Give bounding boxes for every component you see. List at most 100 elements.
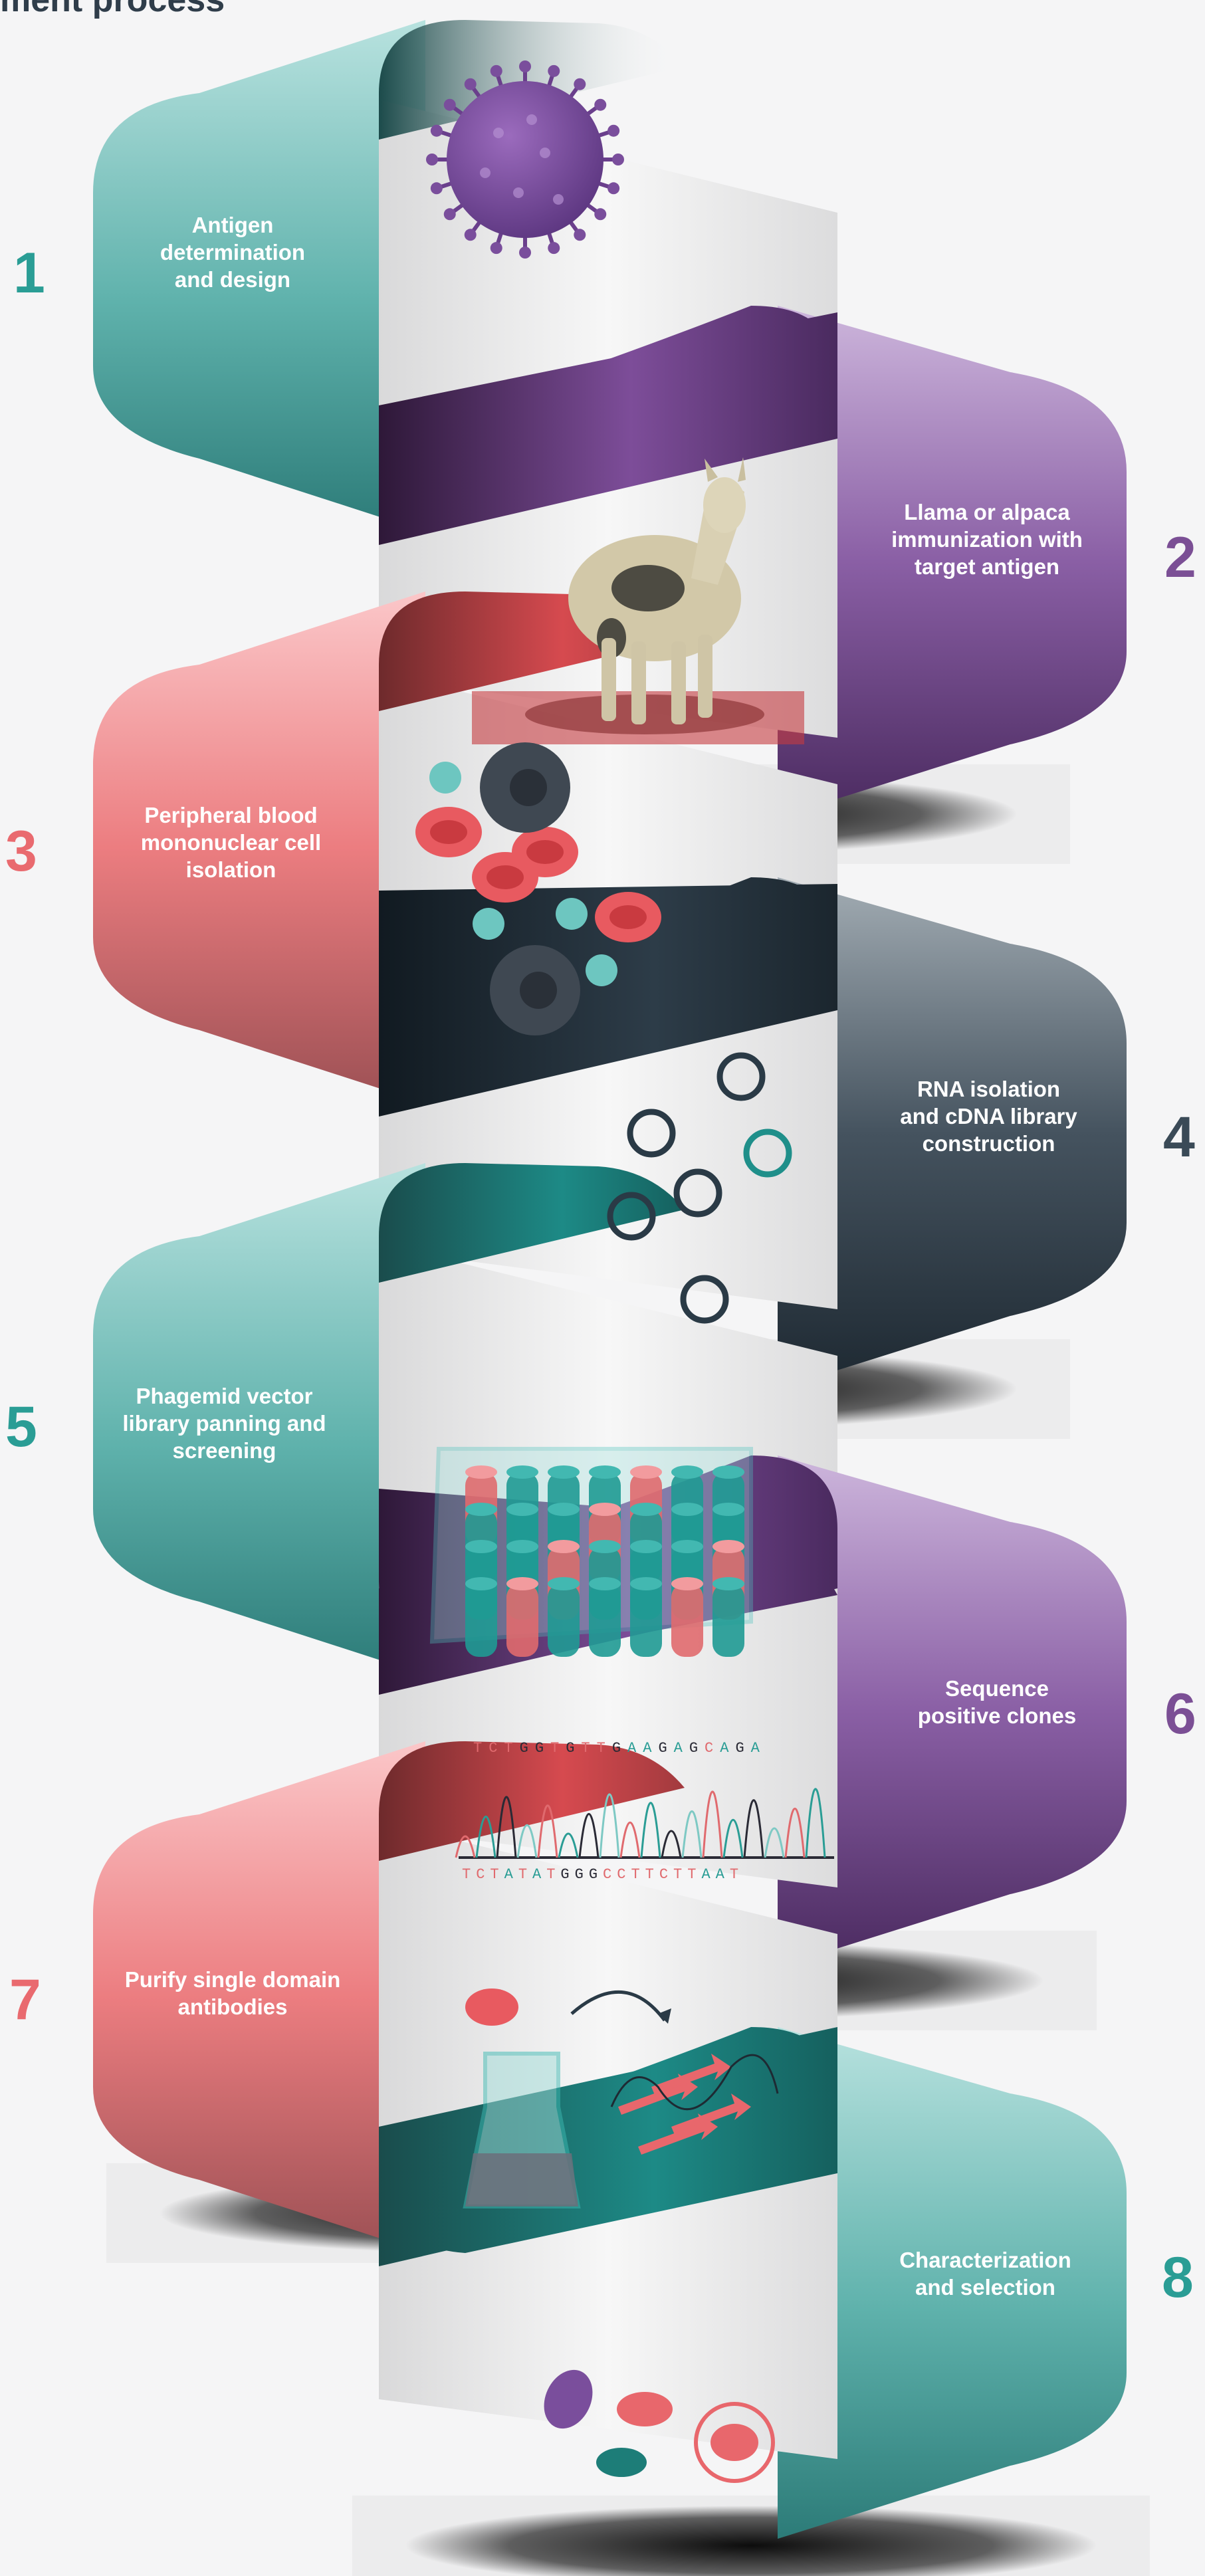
- sequence-base: T: [546, 1866, 561, 1883]
- protein-strand: [618, 2074, 698, 2115]
- well-top: [712, 1465, 744, 1479]
- chromatogram-peak: [722, 1819, 744, 1858]
- virus-spike-tip: [548, 64, 560, 77]
- well-top: [506, 1540, 538, 1553]
- well-top: [630, 1577, 662, 1590]
- virus-spike-tip: [443, 208, 456, 221]
- sequence-base: A: [701, 1866, 716, 1883]
- plasmid-ring: [607, 1192, 656, 1241]
- well: [548, 1584, 580, 1657]
- sequence-bottom-text: TCTATATGGGCCTTCTTAAT: [462, 1866, 744, 1883]
- well-top: [671, 1577, 703, 1590]
- well-top: [671, 1540, 703, 1553]
- chromatogram-icon: [455, 1788, 834, 1859]
- virus-dot: [513, 187, 524, 198]
- platelet: [556, 898, 588, 930]
- well-top: [548, 1540, 580, 1553]
- well-top: [548, 1577, 580, 1590]
- virus-spike-tip: [519, 247, 531, 259]
- loop-4-band: [778, 877, 1127, 1389]
- red-blood-cell-center: [430, 820, 467, 844]
- sequence-base: T: [673, 1866, 688, 1883]
- platelet: [429, 762, 461, 794]
- well: [671, 1584, 703, 1657]
- llama-leg: [698, 635, 712, 718]
- well-top: [465, 1540, 497, 1553]
- chromatogram-peak: [496, 1796, 517, 1858]
- chromatogram-peak: [661, 1830, 682, 1858]
- transfer-arrow: [570, 1990, 666, 2022]
- plasmid-ring: [673, 1168, 722, 1218]
- well-top: [630, 1503, 662, 1516]
- plasmid-ring: [680, 1275, 729, 1324]
- sequence-base: A: [643, 1740, 659, 1757]
- well-top: [712, 1503, 744, 1516]
- virus-dot: [540, 148, 550, 158]
- sequence-base: G: [689, 1740, 705, 1757]
- virus-dot: [553, 194, 564, 205]
- well-top: [506, 1465, 538, 1479]
- virus-body: [447, 81, 603, 238]
- step-1-label: Antigen determination and design: [160, 213, 306, 292]
- virus-spike-tip: [594, 208, 607, 221]
- blood-cells-icon: [415, 742, 661, 1035]
- loop-3-band: [93, 591, 425, 1103]
- chromatogram-peak: [599, 1793, 620, 1858]
- chromatogram-peak: [640, 1802, 661, 1858]
- well: [589, 1584, 621, 1657]
- cell-target-ring: [694, 2402, 775, 2483]
- sequence-base: T: [581, 1740, 597, 1757]
- virus-spike-tip: [490, 64, 502, 77]
- page-heading-fragment: ment process: [0, 0, 225, 19]
- sequence-base: G: [658, 1740, 674, 1757]
- sequence-base: T: [729, 1866, 744, 1883]
- sequence-base: T: [687, 1866, 702, 1883]
- loop-5-top: [379, 1163, 685, 1283]
- well-top: [712, 1577, 744, 1590]
- red-blood-cell-center: [526, 840, 564, 864]
- well-top: [548, 1465, 580, 1479]
- well: [465, 1584, 497, 1657]
- chromatogram-peak: [784, 1808, 806, 1858]
- chromatogram-peak: [764, 1827, 785, 1858]
- sequence-base: G: [735, 1740, 751, 1757]
- well-top: [506, 1503, 538, 1516]
- sequence-base: C: [617, 1866, 631, 1883]
- virus-spike-tip: [519, 60, 531, 72]
- chromatogram-peak: [681, 1810, 703, 1858]
- sequence-base: C: [476, 1866, 491, 1883]
- well-top: [589, 1540, 621, 1553]
- sequence-base: A: [532, 1866, 547, 1883]
- sequence-base: G: [566, 1740, 582, 1757]
- sequence-base: C: [489, 1740, 504, 1757]
- step-3-label: Peripheral blood mononuclear cell isolat…: [140, 803, 322, 882]
- sequence-base: T: [473, 1740, 489, 1757]
- virus-spike-tip: [490, 242, 502, 255]
- virus-spike-tip: [607, 182, 620, 195]
- cell-purple: [544, 2369, 593, 2429]
- step-5-label: Phagemid vector library panning and scre…: [122, 1384, 326, 1463]
- well: [506, 1584, 538, 1657]
- sequence-top-text: TCTGGTGTTGAAGAGCAGA: [473, 1740, 766, 1757]
- loop-6-band: [778, 1455, 1127, 1967]
- band-2-lower: [379, 312, 837, 532]
- llama-icon: [472, 457, 804, 744]
- virus-dot: [480, 167, 491, 178]
- chromatogram-peak: [743, 1799, 764, 1858]
- sequence-base: G: [519, 1740, 535, 1757]
- virus-spike-tip: [464, 229, 477, 241]
- flask-liquid: [465, 2153, 578, 2206]
- step-6-number: 6: [1164, 1682, 1196, 1746]
- well-top: [589, 1577, 621, 1590]
- sequence-base: A: [720, 1740, 736, 1757]
- llama-leg: [602, 638, 616, 721]
- drop-shadow: [405, 2506, 1097, 2576]
- chromatogram-peak: [516, 1824, 538, 1858]
- loop-7-top: [379, 1741, 685, 1861]
- sequence-base: G: [534, 1740, 551, 1757]
- sequence-base: C: [705, 1740, 720, 1757]
- cell-teal: [596, 2448, 647, 2477]
- step-1-number: 1: [13, 241, 45, 305]
- loop-1-band: [93, 20, 425, 532]
